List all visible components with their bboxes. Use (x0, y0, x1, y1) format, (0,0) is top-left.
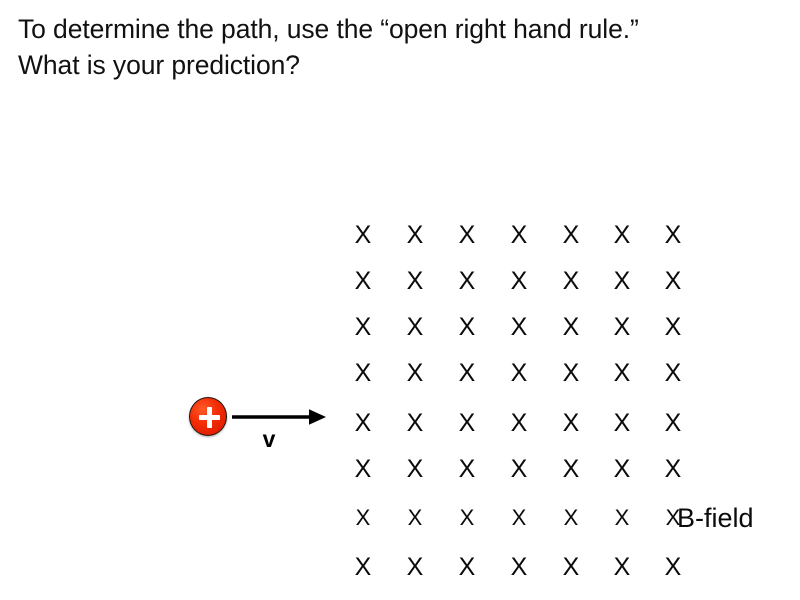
b-field-marker-icon: X (664, 313, 682, 341)
b-field-marker-icon: X (562, 359, 580, 387)
plus-sign-icon (190, 398, 228, 437)
b-field-marker-icon: X (511, 505, 527, 530)
b-field-marker-icon: X (406, 455, 424, 483)
velocity-arrow-icon (231, 406, 331, 428)
b-field-label: B-field (677, 503, 754, 533)
b-field-marker-icon: X (613, 455, 631, 483)
b-field-marker-icon: X (664, 221, 682, 249)
slide-title: To determine the path, use the “open rig… (18, 14, 639, 80)
b-field-marker-icon: X (458, 313, 476, 341)
b-field-marker-icon: X (562, 455, 580, 483)
b-field-marker-icon: X (510, 221, 528, 249)
b-field-marker-icon: X (458, 409, 476, 437)
b-field-marker-icon: X (664, 409, 682, 437)
b-field-marker-icon: X (458, 553, 476, 581)
b-field-marker-icon: X (458, 359, 476, 387)
b-field-marker-icon: X (354, 359, 372, 387)
b-field-marker-icon: X (510, 553, 528, 581)
b-field-marker-icon: X (562, 553, 580, 581)
b-field-marker-icon: X (354, 409, 372, 437)
b-field-marker-icon: X (562, 409, 580, 437)
b-field-marker-icon: X (510, 267, 528, 295)
b-field-marker-icon: X (613, 359, 631, 387)
b-field-marker-icon: X (406, 313, 424, 341)
b-field-marker-icon: X (613, 221, 631, 249)
b-field-marker-icon: X (613, 313, 631, 341)
b-field-marker-icon: X (664, 455, 682, 483)
b-field-marker-icon: X (664, 267, 682, 295)
b-field-marker-icon: X (510, 313, 528, 341)
b-field-marker-icon: X (355, 505, 371, 530)
b-field-marker-icon: X (354, 221, 372, 249)
b-field-marker-icon: X (664, 553, 682, 581)
b-field-marker-icon: X (562, 221, 580, 249)
positive-charge (187, 395, 233, 439)
b-field-marker-icon: X (665, 505, 681, 530)
b-field-marker-icon: X (562, 313, 580, 341)
b-field-marker-icon: X (354, 455, 372, 483)
b-field-marker-icon: X (406, 553, 424, 581)
b-field-marker-icon: X (354, 553, 372, 581)
b-field-marker-icon: X (406, 359, 424, 387)
velocity-label: v (262, 426, 276, 452)
b-field-marker-icon: X (613, 553, 631, 581)
b-field-marker-icon: X (613, 409, 631, 437)
b-field-marker-icon: X (458, 455, 476, 483)
b-field-marker-icon: X (510, 455, 528, 483)
b-field-marker-icon: X (510, 359, 528, 387)
b-field-marker-icon: X (458, 267, 476, 295)
b-field-marker-icon: X (459, 505, 475, 530)
b-field-marker-icon: X (354, 313, 372, 341)
b-field-marker-icon: X (407, 505, 423, 530)
b-field-marker-icon: X (613, 267, 631, 295)
b-field-marker-icon: X (614, 505, 630, 530)
charge-circle (189, 397, 227, 436)
b-field-marker-icon: X (406, 221, 424, 249)
b-field-marker-icon: X (458, 221, 476, 249)
b-field-marker-icon: X (406, 409, 424, 437)
b-field-marker-icon: X (354, 267, 372, 295)
b-field-marker-icon: X (664, 359, 682, 387)
b-field-marker-icon: X (510, 409, 528, 437)
b-field-marker-icon: X (406, 267, 424, 295)
b-field-marker-icon: X (562, 267, 580, 295)
b-field-marker-icon: X (563, 505, 579, 530)
